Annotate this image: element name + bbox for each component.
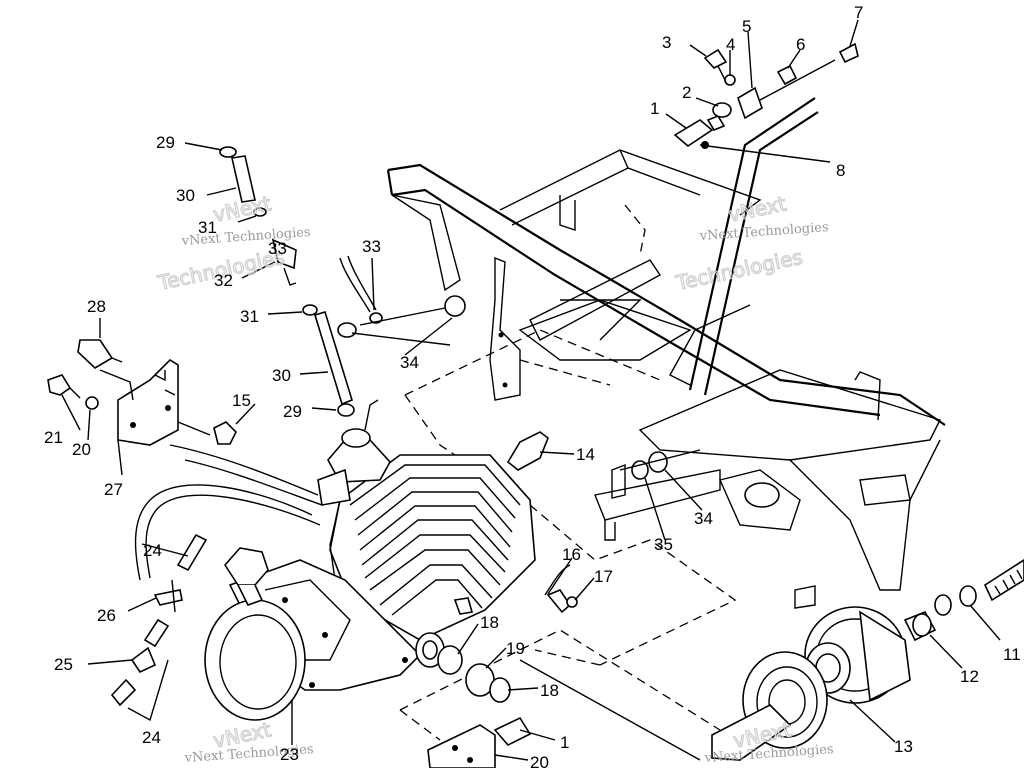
callout-35: 35 xyxy=(654,535,673,554)
callout-18: 18 xyxy=(480,613,499,632)
callout-32: 32 xyxy=(214,271,233,290)
callout-5: 5 xyxy=(742,17,751,36)
callout-3: 3 xyxy=(662,33,671,52)
fuel-lines-and-fittings xyxy=(47,42,859,768)
callout-19: 19 xyxy=(506,639,525,658)
callout-34: 34 xyxy=(400,353,419,372)
callout-24: 24 xyxy=(142,728,161,747)
callout-24: 24 xyxy=(143,541,162,560)
watermark-brand-small: vNext Technologies xyxy=(698,220,829,244)
callout-27: 27 xyxy=(104,480,123,499)
watermark-brand-large: Technologies xyxy=(673,245,805,295)
callout-8: 8 xyxy=(836,161,845,180)
watermark-brand: vNext xyxy=(726,191,788,227)
callout-20: 20 xyxy=(72,440,91,459)
watermark-brand: vNext xyxy=(211,191,273,227)
callout-17: 17 xyxy=(594,567,613,586)
callout-31: 31 xyxy=(240,307,259,326)
callout-30: 30 xyxy=(272,366,291,385)
callout-7: 7 xyxy=(854,3,863,22)
callout-21: 21 xyxy=(44,428,63,447)
callout-33: 33 xyxy=(362,237,381,256)
callout-13: 13 xyxy=(894,737,913,756)
callout-25: 25 xyxy=(54,655,73,674)
callout-6: 6 xyxy=(796,35,805,54)
cylinder-head-fins xyxy=(329,454,536,641)
engine-assembly xyxy=(204,399,536,721)
callout-1: 1 xyxy=(650,99,659,118)
callout-29: 29 xyxy=(283,402,302,421)
clutch-pulley-assembly xyxy=(711,559,1024,761)
callout-14: 14 xyxy=(576,445,595,464)
callout-18: 18 xyxy=(540,681,559,700)
callout-16: 16 xyxy=(562,545,581,564)
callout-2: 2 xyxy=(682,83,691,102)
callout-33: 33 xyxy=(268,239,287,258)
callout-29: 29 xyxy=(156,133,175,152)
callout-34: 34 xyxy=(694,509,713,528)
callout-11: 11 xyxy=(1003,645,1021,664)
callout-31: 31 xyxy=(198,218,217,237)
callout-20: 20 xyxy=(530,753,549,768)
callout-15: 15 xyxy=(232,391,251,410)
chassis-frame xyxy=(386,97,946,609)
callout-4: 4 xyxy=(726,35,735,54)
callout-1: 1 xyxy=(560,733,569,752)
callout-28: 28 xyxy=(87,297,106,316)
callout-23: 23 xyxy=(280,745,299,764)
callout-labels: 1 1 2 3 4 5 6 7 8 11 12 13 14 15 16 17 1… xyxy=(44,3,1021,768)
callout-30: 30 xyxy=(176,186,195,205)
callout-26: 26 xyxy=(97,606,116,625)
phantom-outline-lines xyxy=(399,204,737,761)
callout-leader-lines xyxy=(61,19,1001,761)
callout-12: 12 xyxy=(960,667,979,686)
